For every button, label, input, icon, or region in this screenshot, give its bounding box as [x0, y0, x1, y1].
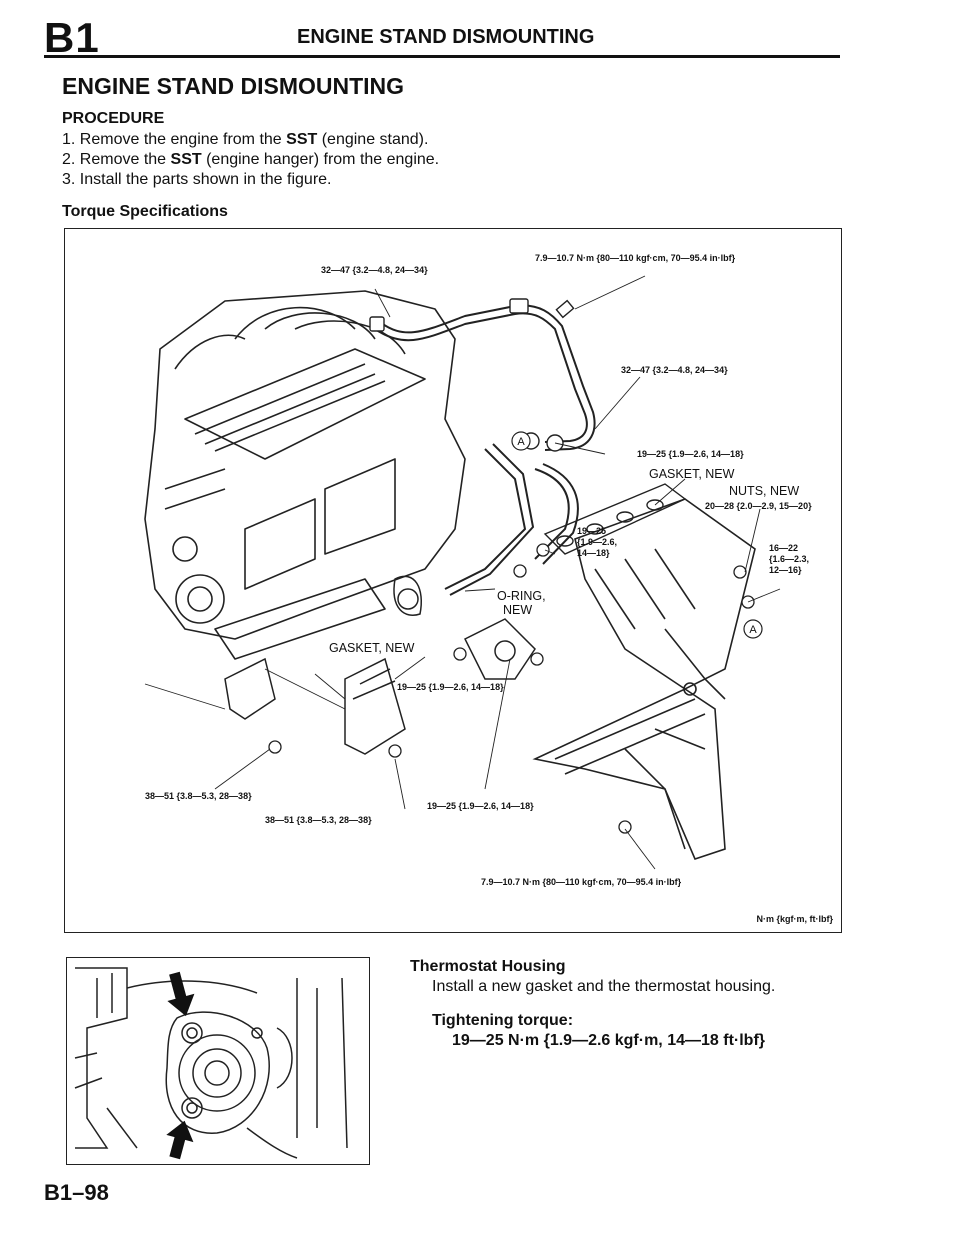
marker-a-label: A: [749, 624, 757, 636]
callout-torque: 16—22: [769, 543, 799, 553]
procedure-step: 2. Remove the SST (engine hanger) from t…: [62, 151, 440, 168]
section-code: B1: [44, 14, 100, 61]
page-title: ENGINE STAND DISMOUNTING: [62, 73, 405, 99]
thermostat-heading: Thermostat Housing: [410, 958, 566, 975]
marker-a-circle: [743, 619, 763, 639]
tightening-torque-value: 19—25 N·m {1.9—2.6 kgf·m, 14—18 ft·lbf}: [452, 1032, 765, 1049]
procedure-step: 3. Install the parts shown in the figure…: [62, 171, 332, 188]
callout-torque: 19—25 {1.9—2.6, 14—18}: [397, 682, 504, 692]
callout-torque: 19—25 {1.9—2.6, 14—18}: [637, 449, 744, 459]
callout-torque: 32—47 {3.2—4.8, 24—34}: [621, 365, 728, 375]
torque-specifications-heading: Torque Specifications: [62, 203, 228, 220]
callout-nuts-new: NUTS, NEW: [729, 484, 800, 498]
page-number: B1–98: [44, 1180, 109, 1205]
arrow-down-icon: [167, 971, 195, 1017]
callout-torque: 19—25: [577, 526, 607, 536]
callout-oring-new: NEW: [503, 603, 533, 617]
callout-gasket-new: GASKET, NEW: [329, 641, 415, 655]
thermostat-housing-figure: [66, 957, 370, 1165]
callout-torque: 20—28 {2.0—2.9, 15—20}: [705, 501, 812, 511]
callout-oring: O-RING,: [497, 589, 546, 603]
thermostat-illustration: [74, 967, 348, 1160]
callout-torque: 7.9—10.7 N·m {80—110 kgf·cm, 70—95.4 in·…: [481, 877, 682, 887]
marker-a-circle: [511, 431, 531, 451]
callout-torque: 12—16}: [769, 565, 802, 575]
procedure-heading: PROCEDURE: [62, 110, 165, 127]
header-rule: [44, 55, 840, 58]
marker-a-label: A: [517, 436, 525, 448]
callout-gasket-new: GASKET, NEW: [649, 467, 735, 481]
thermostat-instruction: Install a new gasket and the thermostat …: [432, 978, 776, 995]
callout-torque: 19—25 {1.9—2.6, 14—18}: [427, 801, 534, 811]
callout-torque: {1.9—2.6,: [577, 537, 618, 547]
engine-illustration: A A: [144, 275, 781, 870]
callout-torque: 7.9—10.7 N·m {80—110 kgf·cm, 70—95.4 in·…: [535, 253, 736, 263]
callout-torque: 38—51 {3.8—5.3, 28—38}: [145, 791, 252, 801]
callout-torque: {1.6—2.3,: [769, 554, 810, 564]
tightening-torque-heading: Tightening torque:: [432, 1012, 574, 1029]
procedure-step: 1. Remove the engine from the SST (engin…: [62, 131, 429, 148]
units-note: N·m {kgf·m, ft·lbf}: [756, 914, 834, 924]
arrow-up-icon: [166, 1120, 194, 1160]
callout-torque: 32—47 {3.2—4.8, 24—34}: [321, 265, 428, 275]
callout-torque: 14—18}: [577, 548, 610, 558]
procedure-steps: 1. Remove the engine from the SST (engin…: [62, 130, 439, 190]
engine-exploded-figure: A A 7.9—10.7 N·m {80—110 kgf·cm, 70—95.4…: [64, 228, 842, 933]
callout-torque: 38—51 {3.8—5.3, 28—38}: [265, 815, 372, 825]
running-header-title: ENGINE STAND DISMOUNTING: [297, 26, 595, 48]
